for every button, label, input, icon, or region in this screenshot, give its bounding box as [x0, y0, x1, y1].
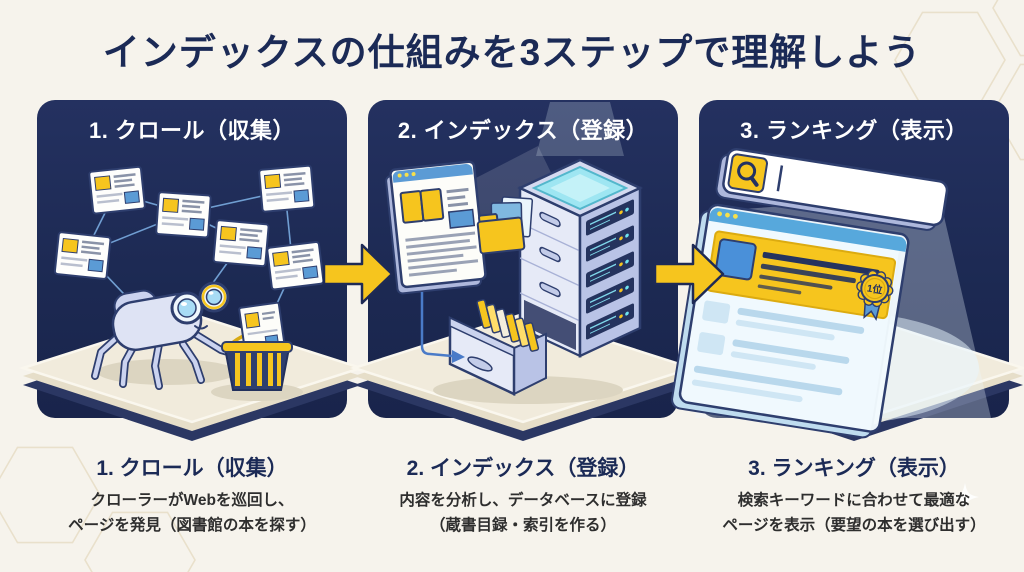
step3-caption-line1: 検索キーワードに合わせて最適な [737, 492, 971, 509]
step2-caption-title: 2. インデックス（登録） [406, 457, 640, 480]
step2-panel-title: 2. インデックス（登録） [397, 118, 649, 143]
step1-caption: 1. クロール（収集） クローラーがWebを巡回し、 ページを発見（図書館の本を… [27, 452, 357, 539]
search-results-page: 1位 [671, 203, 910, 439]
search-bar [715, 148, 949, 231]
step3-caption-line2: ページを表示（要望の本を選び出す） [722, 516, 986, 534]
step1-caption-line1: クローラーがWebを巡回し、 [90, 492, 294, 509]
folder-transfer-icon [476, 196, 534, 255]
server-shadow [433, 376, 623, 404]
step2-index-illustration [349, 102, 697, 441]
index-drawer-icon [448, 299, 547, 396]
step3-ranking-illustration: 1位 [671, 148, 1024, 441]
text-cursor [776, 165, 784, 192]
step1-caption-line2: ページを発見（図書館の本を探す） [68, 516, 316, 534]
webpage-card-network [53, 164, 325, 291]
webpage-card-icon [53, 231, 112, 281]
step2-caption-line2: （蔵書目録・索引を作る） [429, 516, 616, 534]
server-rack-slots [578, 186, 642, 358]
step3-caption: 3. ランキング（表示） 検索キーワードに合わせて最適な ページを表示（要望の本… [689, 452, 1019, 539]
step1-crawl-illustration [18, 164, 366, 441]
database-server-icon [517, 158, 643, 358]
webpage-card-icon [212, 219, 270, 268]
rank-1-rosette-badge-icon: 1位 [856, 269, 894, 322]
sparkle-decor [951, 483, 979, 511]
webpage-card-icon [88, 165, 147, 215]
binocular-eyes-icon [170, 281, 230, 325]
step2-caption-line1: 内容を分析し、データベースに登録 [399, 492, 647, 509]
browser-titlebar [708, 208, 907, 252]
right-arrow-icon [322, 243, 394, 305]
robot-shadow [97, 359, 237, 385]
spider-crawler-robot-icon [91, 281, 239, 390]
step2-panel: 2. インデックス（登録） [349, 100, 697, 441]
step3-panel-title: 3. ランキング（表示） [740, 118, 968, 143]
step3-caption-title: 3. ランキング（表示） [748, 457, 960, 480]
magnifier-icon [737, 161, 759, 187]
rank-badge-label: 1位 [866, 281, 883, 296]
page-title: インデックスの仕組みを3ステップで理解しよう [102, 32, 922, 73]
source-webpage-icon [385, 160, 487, 295]
drawer-folders [476, 299, 540, 352]
step3-panel: 3. ランキング（表示） [671, 100, 1024, 441]
step1-panel: 1. クロール（収集） [18, 100, 366, 441]
right-arrow-icon [653, 243, 725, 305]
result-skeleton-rows [691, 300, 865, 403]
collection-basket-icon [221, 301, 293, 391]
top-result-banner [706, 230, 897, 320]
step1-panel-title: 1. クロール（収集） [89, 118, 295, 143]
register-flow-connector [420, 292, 465, 363]
open-book-icon [399, 188, 445, 224]
step1-caption-title: 1. クロール（収集） [96, 457, 288, 480]
webpage-card-icon [266, 240, 325, 291]
step2-caption: 2. インデックス（登録） 内容を分析し、データベースに登録 （蔵書目録・索引を… [358, 452, 688, 539]
webpage-card-icon [258, 164, 316, 213]
glow-beam [536, 102, 624, 156]
webpage-card-icon [155, 191, 212, 239]
